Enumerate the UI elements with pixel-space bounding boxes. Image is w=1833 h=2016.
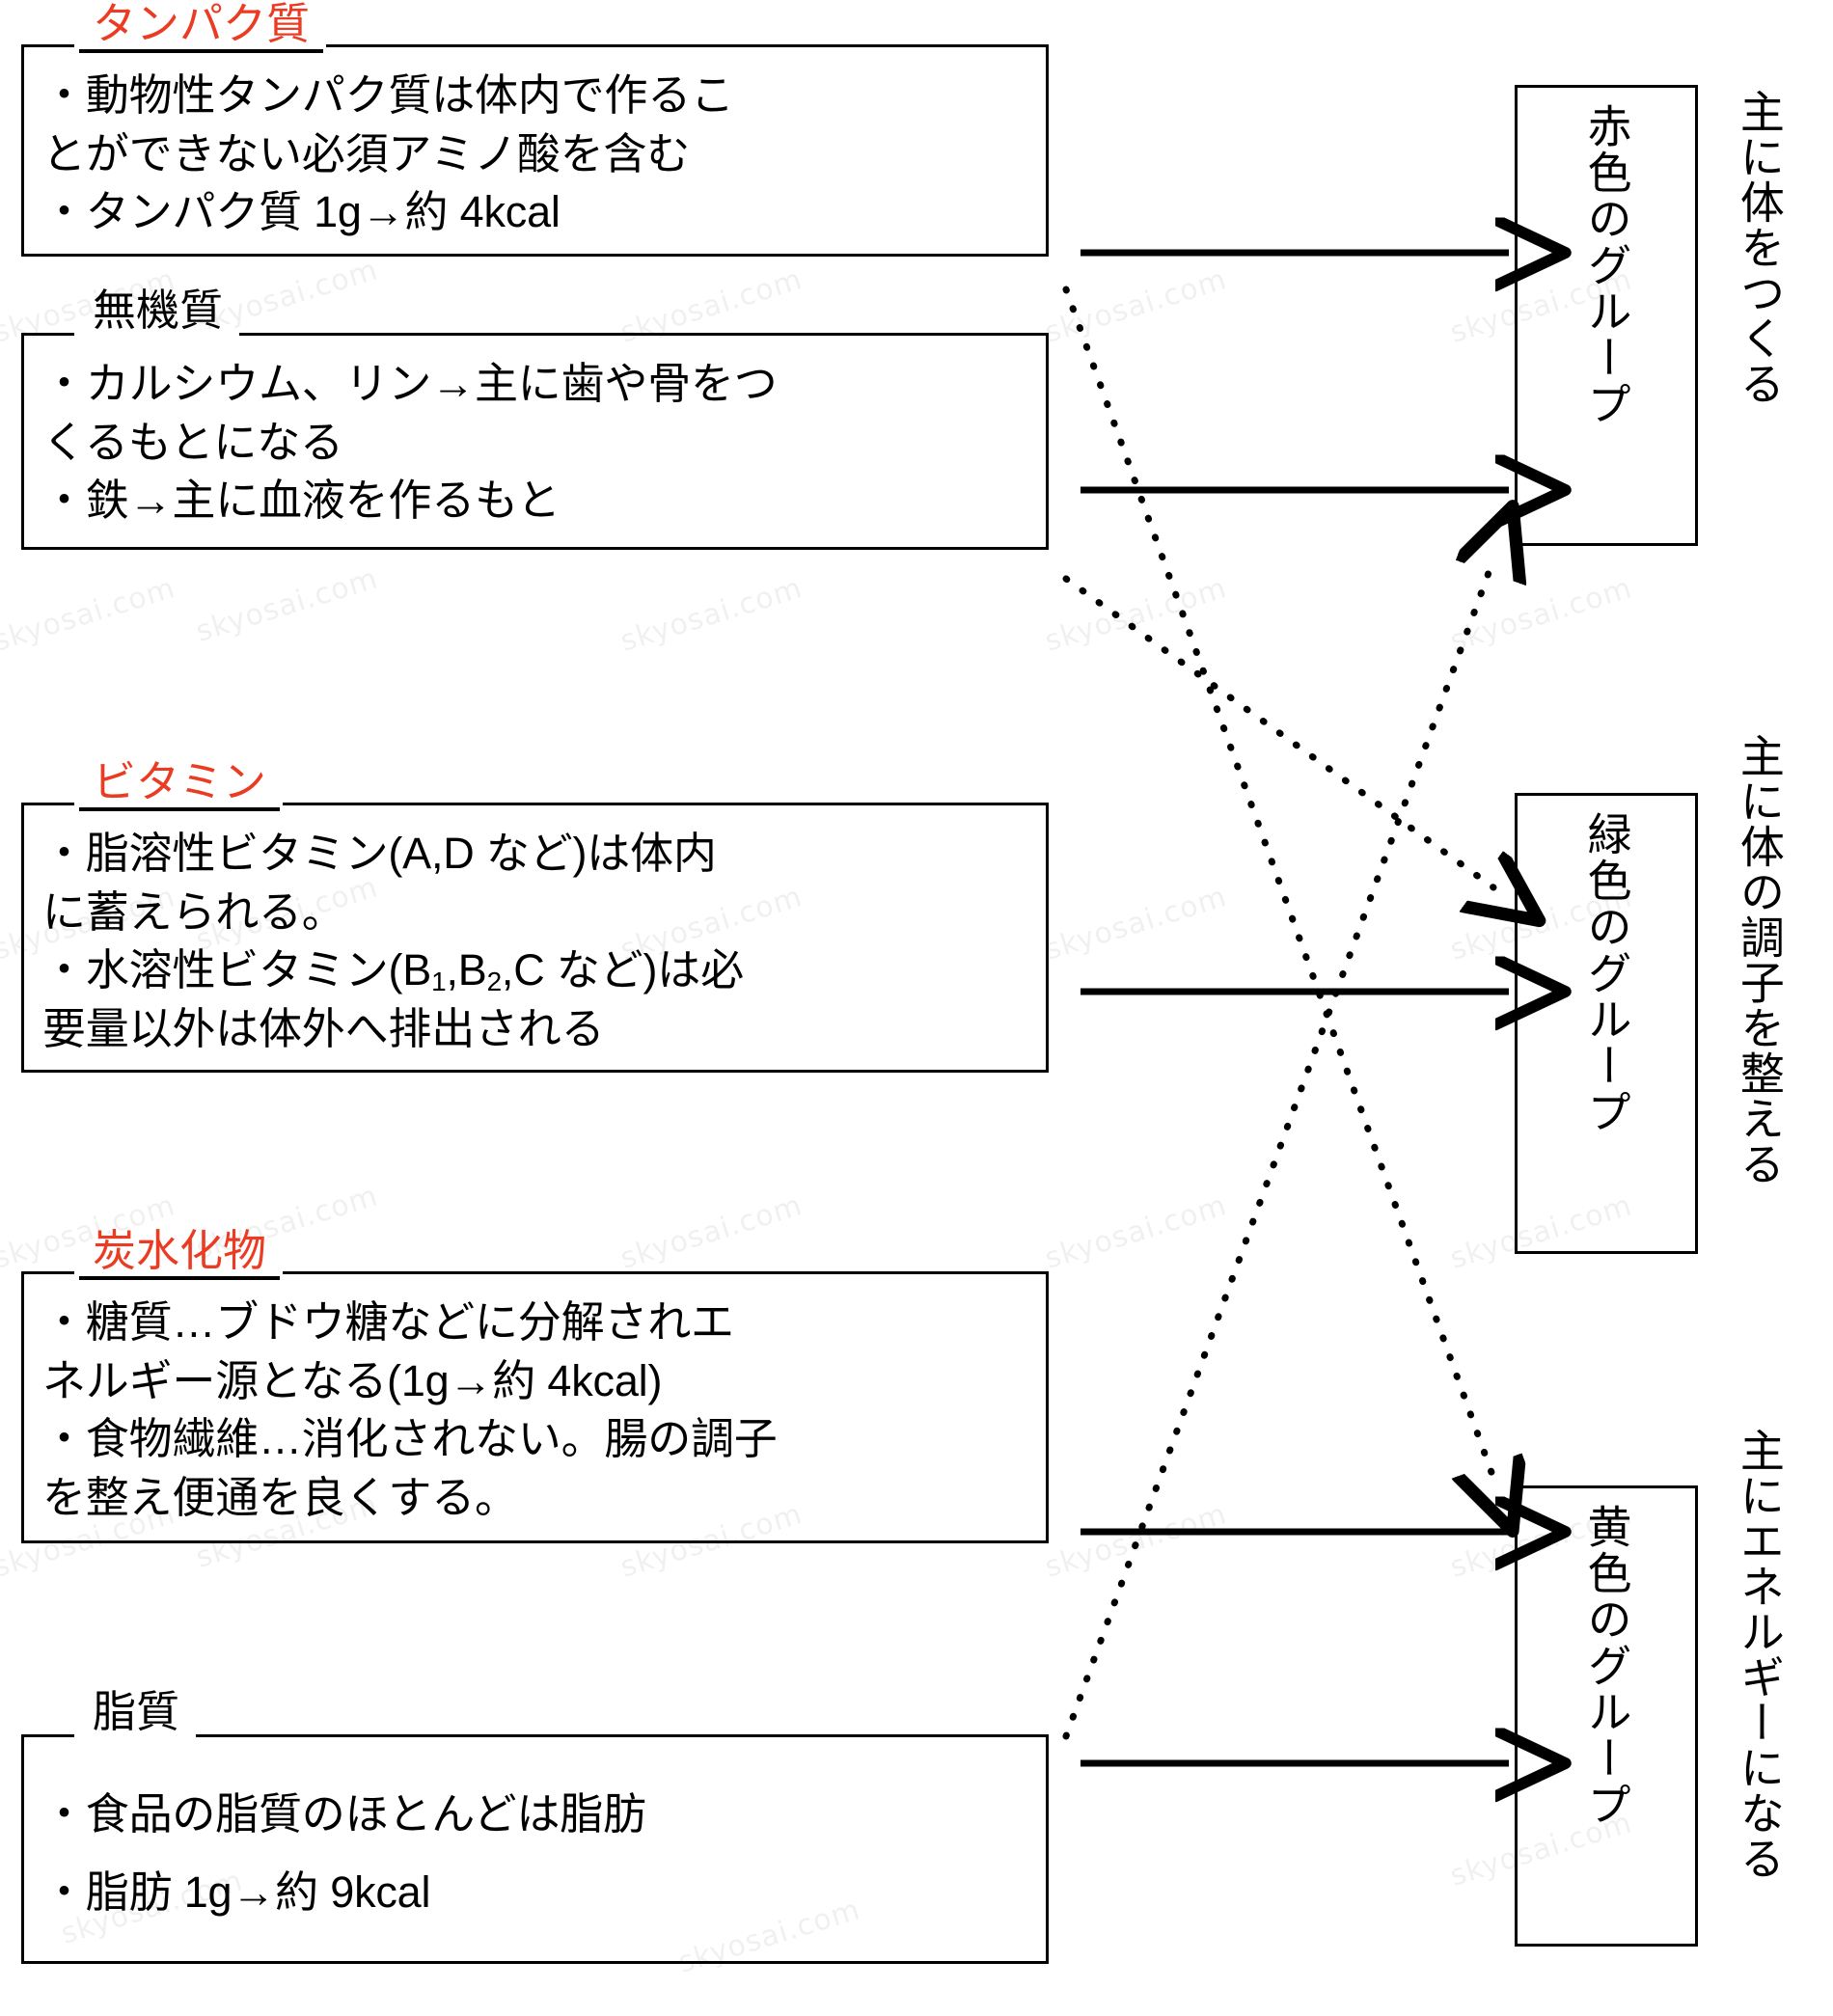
- watermark: skyosai.com: [616, 1188, 807, 1276]
- panel-header-notch: [74, 329, 240, 338]
- nutrient-panel-vitamins: ビタミン ・脂溶性ビタミン(A,D など)は体内 に蓄えられる。 ・水溶性ビタミ…: [21, 760, 1049, 1073]
- watermark: skyosai.com: [616, 571, 807, 659]
- panel-header-protein: タンパク質: [79, 2, 324, 53]
- panel-frame: [21, 1271, 1049, 1543]
- panel-body-minerals: ・カルシウム、リン→主に歯や骨をつ くるもとになる ・鉄→主に血液を作るもと: [42, 356, 1035, 531]
- nutrient-panel-carbohydrates: 炭水化物 ・糖質…ブドウ糖などに分解されエ ネルギー源となる(1g→約 4kca…: [21, 1229, 1049, 1543]
- panel-header-notch: [74, 1267, 284, 1276]
- panel-line: ・脂溶性ビタミン(A,D など)は体内: [42, 829, 717, 878]
- panel-line: ・食物繊維…消化されない。腸の調子: [42, 1414, 778, 1463]
- panel-line: ・脂肪 1g→約 9kcal: [42, 1866, 431, 1917]
- nutrient-panel-protein: タンパク質 ・動物性タンパク質は体内で作るこ とができない必須アミノ酸を含む ・…: [21, 2, 1049, 257]
- watermark: skyosai.com: [1041, 262, 1231, 350]
- panel-header-notch: [74, 799, 284, 807]
- panel-line: くるもとになる: [42, 417, 343, 467]
- watermark: skyosai.com: [1041, 880, 1231, 967]
- panel-header-minerals: 無機質: [93, 286, 224, 335]
- panel-header-notch: [74, 41, 327, 49]
- panel-line: 要量以外は体外へ排出される: [42, 1004, 605, 1054]
- group-box-red: 赤色のグループ: [1515, 85, 1698, 546]
- function-label-energy: 主にエネルギーになる: [1734, 1428, 1785, 1881]
- panel-body-carbohydrates: ・糖質…ブドウ糖などに分解されエ ネルギー源となる(1g→約 4kcal) ・食…: [42, 1294, 1035, 1528]
- dotted-arrow-minerals-to-green-group: [1062, 575, 1493, 887]
- watermark: skyosai.com: [192, 561, 382, 649]
- panel-header-notch: [74, 1730, 197, 1739]
- panel-line: ・鉄→主に血液を作るもと: [42, 476, 561, 525]
- function-label-builds-body: 主に体をつくる: [1734, 89, 1785, 406]
- panel-frame: [21, 333, 1049, 550]
- function-label-regulates: 主に体の調子を整える: [1734, 733, 1785, 1186]
- panel-header-fats: 脂質: [93, 1687, 180, 1736]
- group-label-red: 赤色のグループ: [1581, 103, 1632, 427]
- panel-line: とができない必須アミノ酸を含む: [42, 128, 691, 178]
- watermark: skyosai.com: [0, 571, 179, 659]
- dotted-arrow-fats-to-red-group: [1062, 559, 1493, 1740]
- panel-frame: [21, 44, 1049, 257]
- group-box-green: 緑色のグループ: [1515, 793, 1698, 1254]
- panel-header-carbohydrates: 炭水化物: [79, 1229, 281, 1280]
- nutrient-panel-fats: 脂質 ・食品の脂質のほとんどは脂肪 ・脂肪 1g→約 9kcal: [21, 1690, 1049, 1964]
- panel-body-protein: ・動物性タンパク質は体内で作るこ とができない必須アミノ酸を含む ・タンパク質 …: [42, 68, 1035, 243]
- group-box-yellow: 黄色のグループ: [1515, 1485, 1698, 1947]
- panel-body-vitamins: ・脂溶性ビタミン(A,D など)は体内 に蓄えられる。 ・水溶性ビタミン(B1,…: [42, 826, 1035, 1060]
- panel-line: ・カルシウム、リン→主に歯や骨をつ: [42, 359, 778, 408]
- panel-line: ・食品の脂質のほとんどは脂肪: [42, 1789, 646, 1839]
- watermark: skyosai.com: [1041, 1188, 1231, 1276]
- panel-line: ・動物性タンパク質は体内で作るこ: [42, 70, 734, 120]
- panel-frame: [21, 1734, 1049, 1964]
- group-label-green: 緑色のグループ: [1581, 811, 1632, 1135]
- panel-frame: [21, 803, 1049, 1073]
- group-label-yellow: 黄色のグループ: [1581, 1504, 1632, 1828]
- panel-line: ・タンパク質 1g→約 4kcal: [42, 187, 561, 236]
- panel-line: ネルギー源となる(1g→約 4kcal): [42, 1355, 663, 1405]
- watermark: skyosai.com: [1041, 1497, 1231, 1585]
- watermark: skyosai.com: [1446, 571, 1636, 659]
- watermark: skyosai.com: [1041, 571, 1231, 659]
- panel-body-fats: ・食品の脂質のほとんどは脂肪 ・脂肪 1g→約 9kcal: [42, 1777, 1035, 1933]
- panel-line: ・糖質…ブドウ糖などに分解されエ: [42, 1297, 734, 1347]
- panel-line: ・水溶性ビタミン(B1,B2,C など)は必: [42, 945, 744, 997]
- dotted-arrow-protein-to-yellow-group: [1062, 286, 1493, 1478]
- panel-line: に蓄えられる。: [42, 886, 345, 937]
- panel-line: を整え便通を良くする。: [42, 1472, 518, 1522]
- panel-header-vitamins: ビタミン: [79, 760, 281, 811]
- nutrient-panel-minerals: 無機質 ・カルシウム、リン→主に歯や骨をつ くるもとになる ・鉄→主に血液を作る…: [21, 288, 1049, 550]
